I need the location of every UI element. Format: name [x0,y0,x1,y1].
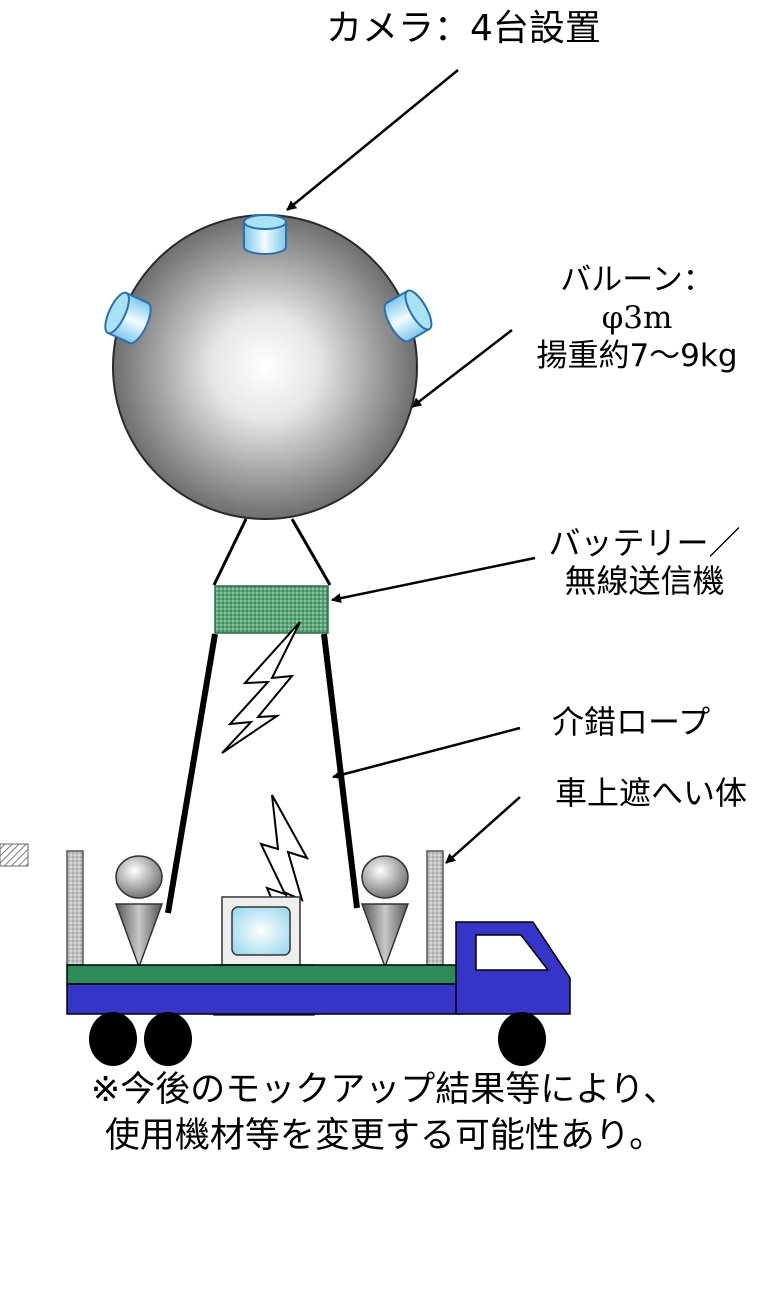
shield-label: 車上遮へい体 [555,774,748,812]
camera-icon [104,291,152,345]
balloon [112,214,418,520]
shield-panel-right [426,850,444,966]
camera-label: カメラ：4台設置 [326,8,601,49]
guide-rope-left [165,633,218,914]
wheel [89,1012,137,1066]
suspension-line-right [290,518,332,586]
note: ※今後のモックアップ結果等により、 使用機材等を変更する可能性あり。 [10,1068,759,1159]
wheel [498,1012,546,1066]
battery-line2: 無線送信機 [564,562,725,601]
hatched-symbol [0,843,29,867]
battery-arrow [331,556,536,604]
camera-icon [383,289,433,343]
person-icon [360,855,410,970]
camera-icon [243,214,287,255]
balloon-title: バルーン： [560,262,714,298]
suspension-line-left [212,518,248,586]
shield-arrow [445,796,521,864]
note-line1: ※今後のモックアップ結果等により、 [90,1070,679,1110]
truck-icon [66,921,571,1066]
truck-window [475,934,550,971]
battery-transmitter [214,585,329,634]
truck-chassis [66,983,461,1015]
balloon-arrow [411,329,513,408]
rope-label: 介錯ロープ [552,703,711,741]
balloon-label: バルーン： φ3m 揚重約7～9kg [517,262,757,375]
balloon-lift: 揚重約7～9kg [536,337,738,374]
balloon-diameter: φ3m [601,299,673,336]
guide-rope-right [321,633,360,909]
truck-deck [66,964,461,985]
person-icon [114,855,164,970]
rope-arrow [332,726,521,780]
battery-label: バッテリー／ 無線送信機 [532,524,757,601]
note-line2: 使用機材等を変更する可能性あり。 [104,1115,665,1156]
shield-panel-left [66,850,84,966]
lightning-icon [221,621,301,754]
camera-arrow [286,69,459,211]
wheel [144,1012,192,1066]
battery-line1: バッテリー／ [548,524,741,562]
